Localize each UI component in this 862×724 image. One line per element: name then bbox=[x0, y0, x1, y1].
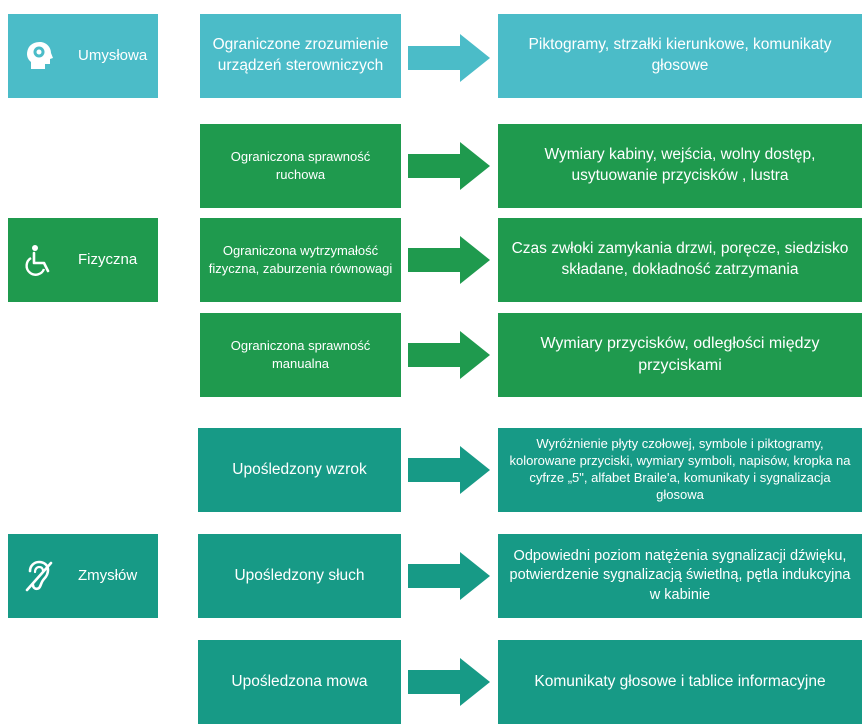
category-fizyczna: Fizyczna bbox=[8, 218, 158, 302]
limitation-box: Ograniczona wytrzymałość fizyczna, zabur… bbox=[200, 218, 401, 302]
arrow-icon bbox=[408, 331, 490, 379]
solution-box: Wymiary przycisków, odległości między pr… bbox=[498, 313, 862, 397]
limitation-box: Upośledzony wzrok bbox=[198, 428, 401, 512]
limitation-box: Ograniczona sprawność manualna bbox=[200, 313, 401, 397]
limitation-box: Upośledzony słuch bbox=[198, 534, 401, 618]
arrow-icon bbox=[408, 658, 490, 706]
category-label: Fizyczna bbox=[78, 250, 138, 268]
arrow-icon bbox=[408, 236, 490, 284]
hearing-impaired-icon bbox=[22, 559, 56, 593]
arrow-icon bbox=[408, 552, 490, 600]
brain-head-icon bbox=[22, 39, 56, 73]
arrow-icon bbox=[408, 34, 490, 82]
arrow-icon bbox=[408, 142, 490, 190]
arrow-icon bbox=[408, 446, 490, 494]
solution-box: Odpowiedni poziom natężenia sygnalizacji… bbox=[498, 534, 862, 618]
solution-box: Wymiary kabiny, wejścia, wolny dostęp, u… bbox=[498, 124, 862, 208]
category-label: Umysłowa bbox=[78, 46, 148, 64]
category-zmyslow: Zmysłów bbox=[8, 534, 158, 618]
wheelchair-icon bbox=[22, 243, 56, 277]
limitation-box: Ograniczone zrozumienie urządzeń sterown… bbox=[200, 14, 401, 98]
solution-box: Komunikaty głosowe i tablice informacyjn… bbox=[498, 640, 862, 724]
solution-box: Czas zwłoki zamykania drzwi, poręcze, si… bbox=[498, 218, 862, 302]
solution-box: Piktogramy, strzałki kierunkowe, komunik… bbox=[498, 14, 862, 98]
solution-box: Wyróżnienie płyty czołowej, symbole i pi… bbox=[498, 428, 862, 512]
category-label: Zmysłów bbox=[78, 566, 138, 584]
limitation-box: Ograniczona sprawność ruchowa bbox=[200, 124, 401, 208]
category-umyslowa: Umysłowa bbox=[8, 14, 158, 98]
limitation-box: Upośledzona mowa bbox=[198, 640, 401, 724]
